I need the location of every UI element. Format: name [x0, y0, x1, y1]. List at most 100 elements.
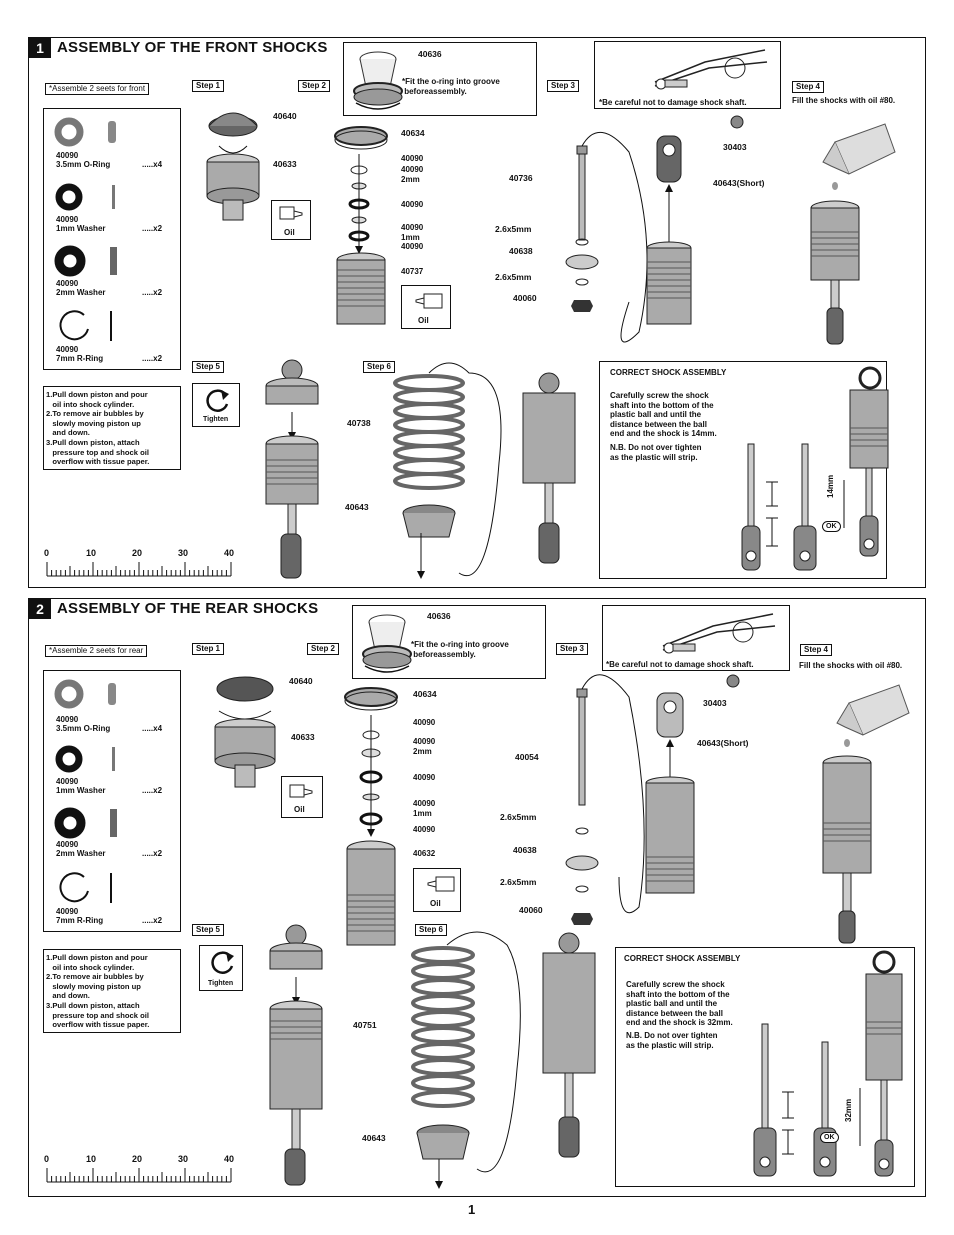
oil-label: Oil: [418, 316, 429, 325]
step-2-tag: Step 2: [307, 643, 340, 655]
part-label: 40060: [513, 293, 537, 303]
correct-nb: N.B. Do not over tighten as the plastic …: [610, 443, 702, 462]
shaft-note: *Be careful not to damage shock shaft.: [599, 98, 747, 107]
part-code: 40090: [56, 279, 79, 288]
step1-cap-drawing: [214, 676, 276, 788]
washer-icon: [55, 183, 115, 211]
step-5-tag: Step 5: [192, 361, 225, 373]
correct-title: CORRECT SHOCK ASSEMBLY: [610, 368, 727, 377]
part-label: 40737: [401, 267, 424, 276]
section-title: ASSEMBLY OF THE FRONT SHOCKS: [57, 39, 328, 56]
part-label: 40090: [401, 200, 424, 209]
part-name: 3.5mm O-Ring: [56, 724, 111, 733]
part-qty: .....x2: [142, 786, 163, 795]
step-3-tag: Step 3: [547, 80, 580, 92]
part-label: 2.6x5mm: [500, 812, 537, 822]
instructions-text: 1.Pull down piston and pour oil into sho…: [46, 953, 150, 1030]
part-name: 1mm Washer: [56, 224, 106, 233]
fill-note: Fill the shocks with oil #80.: [799, 661, 903, 670]
assembled-shock-drawing: [859, 950, 903, 1177]
section-number: 1: [29, 38, 51, 58]
part-qty: .....x4: [142, 160, 163, 169]
oil-label: Oil: [430, 899, 441, 908]
pliers-icon: [654, 49, 768, 90]
oring-groove-icon: [362, 614, 412, 673]
shaft-callout: *Be careful not to damage shock shaft.: [594, 41, 781, 109]
part-label: 40638: [513, 845, 537, 855]
part-label: 2.6x5mm: [495, 224, 532, 234]
oring-note: *Fit the o-ring into groove beforeassemb…: [411, 640, 509, 659]
part-label: 40632: [413, 849, 436, 858]
oring-code: 40636: [427, 611, 451, 621]
correct-text: Carefully screw the shock shaft into the…: [626, 980, 733, 1027]
part-label: 40736: [509, 173, 533, 183]
shaft-ball-drawing: [753, 1023, 837, 1177]
part-label: 40090 1mm: [413, 799, 436, 818]
part-label: 40054: [515, 752, 539, 762]
washer-icon: [54, 245, 117, 277]
ok-badge: OK: [822, 521, 841, 532]
part-label: 40060: [519, 905, 543, 915]
dimension-label: 14mm: [826, 474, 835, 498]
rotate-icon: [211, 951, 234, 974]
instructions-text: 1.Pull down piston and pour oil into sho…: [46, 390, 150, 467]
pliers-icon: [662, 613, 776, 654]
part-label: 30403: [723, 142, 747, 152]
part-code: 40090: [56, 715, 79, 724]
oring-note: *Fit the o-ring into groove beforeassemb…: [402, 77, 500, 96]
oil-bottle-icon: [415, 293, 443, 309]
part-label: 40634: [401, 128, 425, 138]
part-label: 40638: [509, 246, 533, 256]
step3-shaft-drawing: [565, 115, 744, 343]
part-qty: .....x2: [142, 849, 163, 858]
part-code: 40090: [56, 840, 79, 849]
assembled-shock-drawing: [843, 366, 889, 557]
page-number: 1: [468, 1202, 476, 1217]
ruler-ticks: [46, 1168, 232, 1183]
correct-assembly-box: CORRECT SHOCK ASSEMBLY Carefully screw t…: [599, 361, 889, 579]
step-1-tag: Step 1: [192, 80, 225, 92]
part-label: 40643: [362, 1133, 386, 1143]
instructions-box: 1.Pull down piston and pour oil into sho…: [43, 949, 181, 1033]
part-name: 2mm Washer: [56, 288, 106, 297]
part-qty: .....x2: [142, 354, 163, 363]
step-6-tag: Step 6: [363, 361, 396, 373]
oil-callout: Oil: [401, 285, 451, 329]
oil-callout: Oil: [413, 868, 461, 912]
oring-code: 40636: [418, 49, 442, 59]
part-label: 40090: [401, 242, 424, 251]
correct-assembly-box: CORRECT SHOCK ASSEMBLY Carefully screw t…: [615, 947, 915, 1187]
dimension-label: 32mm: [844, 1098, 853, 1122]
step5-shock-drawing: [269, 924, 323, 1186]
oil-bottle-icon: [279, 206, 303, 220]
part-label: 40633: [291, 732, 315, 742]
step4-fill-drawing: [822, 684, 910, 944]
washer-icon: [54, 807, 117, 839]
step4-fill-drawing: [810, 123, 896, 345]
parts-list: 40090 3.5mm O-Ring .....x4 40090 1mm Was…: [43, 670, 181, 932]
step5-shock-drawing: [265, 359, 319, 579]
part-code: 40090: [56, 215, 79, 224]
part-label: 2.6x5mm: [500, 877, 537, 887]
part-qty: .....x2: [142, 916, 163, 925]
rear-shocks-section: 2 ASSEMBLY OF THE REAR SHOCKS *Assemble …: [28, 598, 926, 1197]
part-label: 40090 2mm: [401, 165, 424, 184]
part-label: 40090: [413, 773, 436, 782]
assemble-note: *Assemble 2 seets for rear: [45, 645, 148, 657]
part-label: 40633: [273, 159, 297, 169]
front-shocks-section: 1 ASSEMBLY OF THE FRONT SHOCKS *Assemble…: [28, 37, 926, 588]
section-number: 2: [29, 599, 51, 619]
part-name: 2mm Washer: [56, 849, 106, 858]
part-label: 40643: [345, 502, 369, 512]
step-3-tag: Step 3: [556, 643, 589, 655]
oil-label: Oil: [294, 805, 305, 814]
correct-text: Carefully screw the shock shaft into the…: [610, 391, 717, 438]
ok-badge: OK: [820, 1132, 839, 1143]
fill-note: Fill the shocks with oil #80.: [792, 96, 896, 105]
oring-icon: [54, 679, 116, 709]
oil-label: Oil: [284, 228, 295, 237]
part-label: 40640: [289, 676, 313, 686]
oil-bottle-icon: [289, 784, 313, 798]
part-code: 40090: [56, 777, 79, 786]
step6-spring-drawing: [393, 362, 576, 579]
